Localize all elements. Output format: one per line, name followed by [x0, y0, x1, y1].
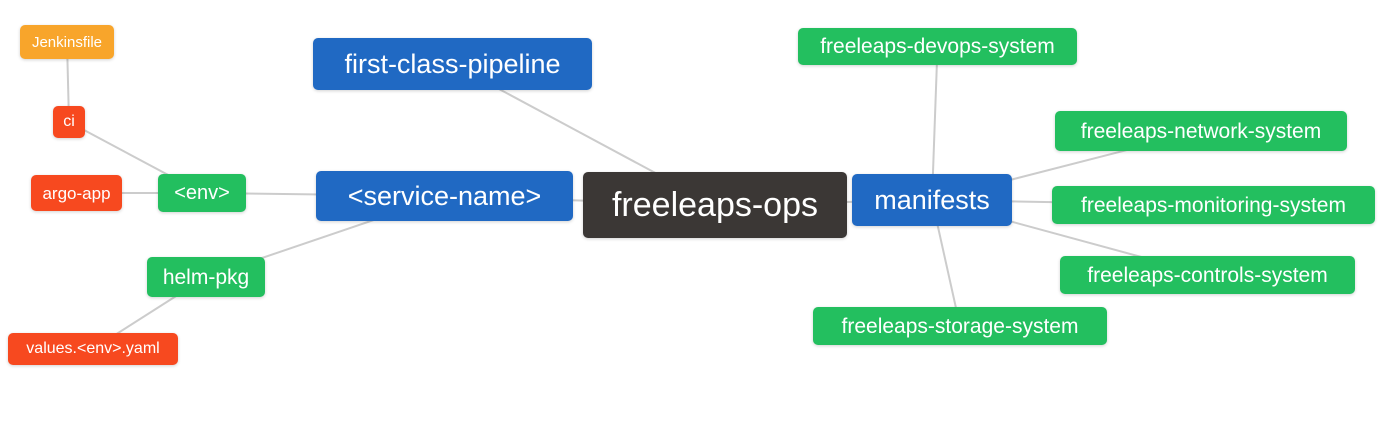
node-freeleaps-ops[interactable]: freeleaps-ops — [583, 172, 847, 238]
node-env[interactable]: <env> — [158, 174, 246, 212]
node-argo-app[interactable]: argo-app — [31, 175, 122, 211]
node-ci[interactable]: ci — [53, 106, 85, 138]
node-jenkinsfile[interactable]: Jenkinsfile — [20, 25, 114, 59]
node-service-name[interactable]: <service-name> — [316, 171, 573, 221]
node-network-system[interactable]: freeleaps-network-system — [1055, 111, 1347, 151]
node-values-env-yaml[interactable]: values.<env>.yaml — [8, 333, 178, 365]
node-helm-pkg[interactable]: helm-pkg — [147, 257, 265, 297]
node-storage-system[interactable]: freeleaps-storage-system — [813, 307, 1107, 345]
node-controls-system[interactable]: freeleaps-controls-system — [1060, 256, 1355, 294]
node-devops-system[interactable]: freeleaps-devops-system — [798, 28, 1077, 65]
node-monitoring-system[interactable]: freeleaps-monitoring-system — [1052, 186, 1375, 224]
node-first-class-pipeline[interactable]: first-class-pipeline — [313, 38, 592, 90]
node-manifests[interactable]: manifests — [852, 174, 1012, 226]
